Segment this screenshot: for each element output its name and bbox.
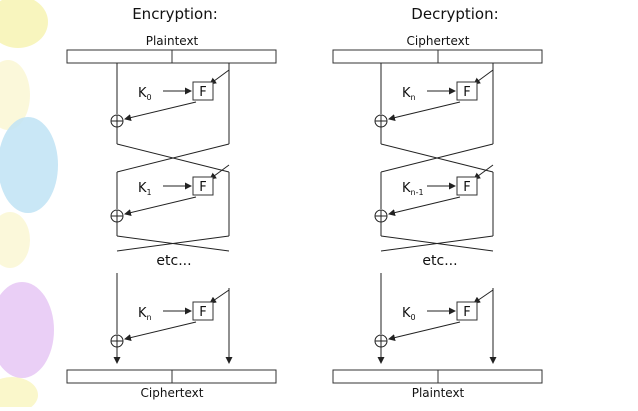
decryption-round-1: F Kn xyxy=(374,63,494,173)
decryption-top-left-half xyxy=(332,49,439,64)
f-function-box xyxy=(456,81,478,101)
encryption-etc-label: etc... xyxy=(156,253,191,269)
f-function-label: F xyxy=(199,305,206,320)
round-key-label: Kn xyxy=(402,86,416,102)
decryption-bottom-label: Plaintext xyxy=(412,386,465,400)
f-function-box xyxy=(192,81,214,101)
encryption-round-n: F Kn xyxy=(110,273,233,364)
encryption-title: Encryption: xyxy=(132,5,218,23)
f-function-box xyxy=(192,301,214,321)
deco-yellow-shape-2 xyxy=(0,60,30,130)
f-function-box xyxy=(456,301,478,321)
f-function-label: F xyxy=(463,85,470,100)
f-function-label: F xyxy=(199,180,206,195)
deco-yellow-shape xyxy=(0,0,48,48)
round-key-label: K0 xyxy=(402,306,416,322)
decryption-title: Decryption: xyxy=(411,5,498,23)
f-function-box xyxy=(456,176,478,196)
deco-purple-balloon xyxy=(0,282,54,378)
encryption-diagram: Encryption: Plaintext F K0 xyxy=(66,5,277,400)
deco-blue-balloon xyxy=(0,117,58,213)
decryption-top-label: Ciphertext xyxy=(407,34,470,48)
decryption-round-2: F Kn-1 xyxy=(374,164,494,252)
round-key-label: Kn-1 xyxy=(402,181,424,197)
encryption-round-2: F K1 xyxy=(110,164,230,252)
round-key-label: K1 xyxy=(138,181,152,197)
encryption-bottom-label: Ciphertext xyxy=(141,386,204,400)
deco-yellow-shape-3 xyxy=(0,212,30,268)
round-key-label: K0 xyxy=(138,86,152,102)
background-decoration xyxy=(0,0,58,411)
encryption-top-label: Plaintext xyxy=(146,34,199,48)
decryption-bottom-left-half xyxy=(332,369,439,384)
encryption-bottom-right-half xyxy=(171,369,277,384)
encryption-round-1: F K0 xyxy=(110,63,230,173)
encryption-top-right-half xyxy=(171,49,277,64)
decryption-bottom-right-half xyxy=(437,369,543,384)
f-function-label: F xyxy=(463,305,470,320)
decryption-round-n: F K0 xyxy=(374,273,497,364)
f-function-label: F xyxy=(463,180,470,195)
decryption-diagram: Decryption: Ciphertext F Kn xyxy=(332,5,543,400)
deco-yellow-shape-4 xyxy=(0,377,38,411)
f-function-label: F xyxy=(199,85,206,100)
decryption-top-right-half xyxy=(437,49,543,64)
encryption-top-left-half xyxy=(66,49,173,64)
decryption-etc-label: etc... xyxy=(422,253,457,269)
encryption-bottom-left-half xyxy=(66,369,173,384)
round-key-label: Kn xyxy=(138,306,152,322)
f-function-box xyxy=(192,176,214,196)
